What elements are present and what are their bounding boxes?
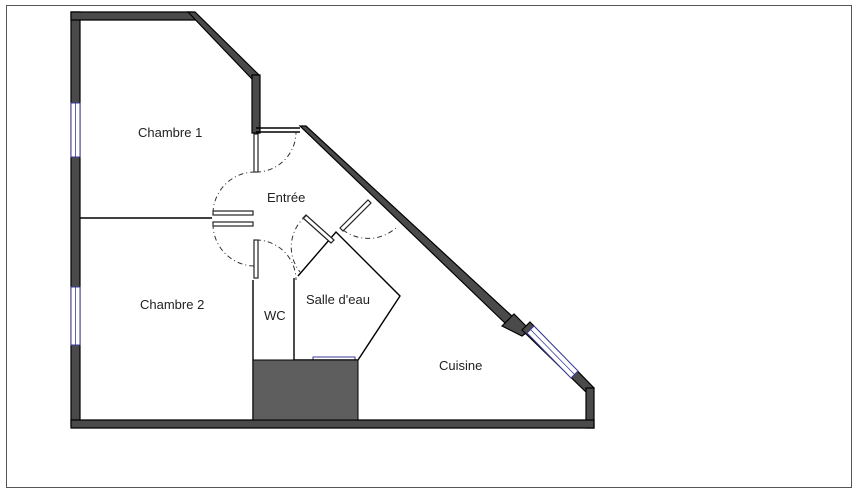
window-cuisine — [526, 325, 579, 379]
plan-frame — [6, 5, 852, 488]
exterior-walls — [70, 11, 596, 429]
door-chambre-1 — [212, 171, 256, 216]
shower-tray — [252, 359, 359, 421]
label-wc: WC — [264, 308, 286, 323]
wall-diagonal-chambre1 — [186, 11, 260, 80]
wall-left — [70, 11, 81, 427]
label-entree: Entrée — [267, 190, 305, 205]
wall-bottom — [70, 419, 595, 429]
wall-entry-left — [251, 74, 261, 134]
door-chambre-2 — [212, 221, 256, 267]
wall-top — [70, 11, 196, 21]
label-chambre-2: Chambre 2 — [140, 297, 204, 312]
label-chambre-1: Chambre 1 — [138, 125, 202, 140]
doors — [212, 131, 399, 281]
door-salle-deau — [290, 214, 335, 273]
window-chambre-2 — [70, 286, 81, 346]
door-entrance — [253, 131, 297, 173]
door-cuisine — [339, 199, 399, 239]
label-salle-deau: Salle d'eau — [306, 292, 370, 307]
door-wc — [253, 239, 297, 281]
label-cuisine: Cuisine — [439, 358, 482, 373]
room-labels: Chambre 1 Chambre 2 Entrée Salle d'eau W… — [138, 125, 482, 373]
partitions — [80, 127, 401, 421]
window-chambre-1 — [70, 102, 81, 158]
